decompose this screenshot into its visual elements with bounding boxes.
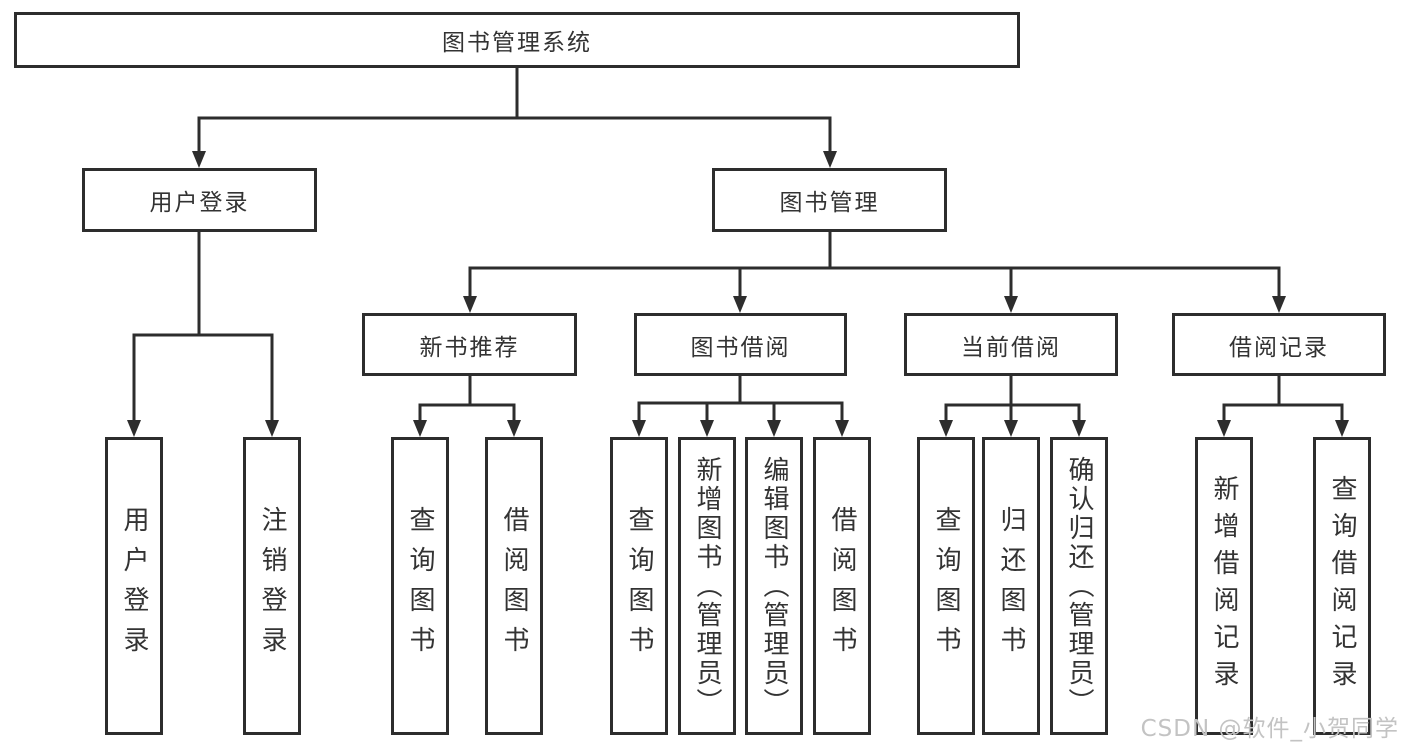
node-user-login-action: 用户登录 — [105, 437, 163, 735]
node-label: 借阅图书 — [499, 506, 529, 666]
arrowheads-new-book-branch — [413, 420, 521, 437]
csdn-watermark: CSDN @软件_小贺同学 — [1140, 716, 1399, 742]
arrowheads-user-login-branch — [127, 420, 279, 437]
node-label: 注销登录 — [257, 506, 287, 666]
connector-book-borrow-branch — [637, 376, 844, 421]
node-label: 借阅记录 — [1229, 334, 1329, 361]
node-new-book-recommend: 新书推荐 — [362, 313, 577, 376]
node-record-add-record: 新增借阅记录 — [1195, 437, 1253, 735]
node-label: 借阅图书 — [827, 506, 857, 666]
node-label: 图书管理系统 — [442, 30, 592, 56]
node-record-query-record: 查询借阅记录 — [1313, 437, 1371, 735]
node-label: 编辑图书（管理员） — [759, 455, 789, 717]
node-user-login: 用户登录 — [82, 168, 317, 232]
node-label: 用户登录 — [149, 190, 250, 216]
node-label: 图书借阅 — [690, 334, 791, 361]
node-library-system-root: 图书管理系统 — [14, 12, 1020, 68]
node-book-management: 图书管理 — [712, 168, 947, 232]
node-label: 查询借阅记录 — [1327, 475, 1357, 697]
node-borrow-add-book-admin: 新增图书（管理员） — [678, 437, 736, 735]
node-borrow-edit-book-admin: 编辑图书（管理员） — [745, 437, 803, 735]
node-current-borrow: 当前借阅 — [904, 313, 1118, 376]
arrowheads-current-borrow-branch — [939, 420, 1086, 437]
node-label: 确认归还（管理员） — [1064, 455, 1094, 717]
node-label: 归还图书 — [996, 506, 1026, 666]
connector-new-book-branch — [418, 376, 516, 421]
arrowheads-borrow-record-branch — [1217, 420, 1349, 437]
connector-current-borrow-branch — [944, 376, 1081, 421]
node-current-query-book: 查询图书 — [917, 437, 975, 735]
node-current-confirm-return-admin: 确认归还（管理员） — [1050, 437, 1108, 735]
node-label: 用户登录 — [119, 506, 149, 666]
node-recommend-query-book: 查询图书 — [391, 437, 449, 735]
node-logout-action: 注销登录 — [243, 437, 301, 735]
node-recommend-borrow-book: 借阅图书 — [485, 437, 543, 735]
connector-borrow-record-branch — [1222, 376, 1344, 421]
arrowheads-level2 — [192, 151, 837, 168]
connector-root-to-level2 — [197, 68, 832, 152]
node-label: 查询图书 — [405, 506, 435, 666]
node-label: 图书管理 — [779, 190, 880, 216]
node-label: 查询图书 — [624, 506, 654, 666]
node-book-borrow: 图书借阅 — [634, 313, 847, 376]
connector-book-mgmt-to-level3 — [468, 232, 1281, 297]
node-current-return-book: 归还图书 — [982, 437, 1040, 735]
arrowheads-level3 — [463, 296, 1286, 313]
node-label: 新书推荐 — [419, 334, 520, 361]
arrowheads-book-borrow-branch — [632, 420, 849, 437]
node-label: 新增图书（管理员） — [692, 455, 722, 717]
node-label: 新增借阅记录 — [1209, 475, 1239, 697]
node-borrow-borrow-book: 借阅图书 — [813, 437, 871, 735]
connector-user-login-branch — [132, 232, 274, 421]
node-borrow-query-book: 查询图书 — [610, 437, 668, 735]
node-borrow-record: 借阅记录 — [1172, 313, 1386, 376]
node-label: 当前借阅 — [961, 334, 1061, 361]
node-label: 查询图书 — [931, 506, 961, 666]
